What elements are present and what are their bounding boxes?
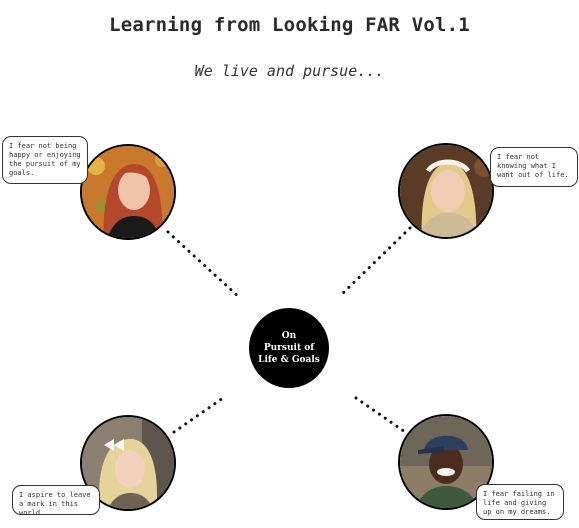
page-title: Learning from Looking FAR Vol.1	[109, 14, 470, 36]
connector-bottom-right	[354, 396, 410, 436]
quote-bubble-bottom-right: I fear failing in life and giving up on …	[476, 484, 564, 520]
quote-bubble-top-right: I fear not knowing what I want out of li…	[490, 147, 578, 187]
quote-text-top-right: I fear not knowing what I want out of li…	[497, 153, 569, 179]
connector-bottom-left	[172, 394, 228, 434]
portrait-top-right	[398, 143, 494, 239]
portrait-bottom-left	[80, 415, 176, 511]
quote-text-bottom-left: I aspire to leave a mark in this world.	[19, 491, 91, 517]
quote-bubble-top-left: I fear not being happy or enjoying the p…	[2, 136, 88, 184]
center-label: On Pursuit of Life & Goals	[258, 331, 320, 365]
center-goal-circle: On Pursuit of Life & Goals	[249, 308, 329, 388]
quote-text-top-left: I fear not being happy or enjoying the p…	[9, 142, 81, 177]
portrait-top-left	[80, 144, 176, 240]
connector-top-right	[338, 226, 412, 298]
quote-text-bottom-right: I fear failing in life and giving up on …	[483, 490, 555, 516]
page-subtitle: We live and pursue...	[194, 62, 385, 80]
connector-top-left	[166, 230, 242, 300]
quote-bubble-bottom-left: I aspire to leave a mark in this world.	[12, 485, 100, 517]
